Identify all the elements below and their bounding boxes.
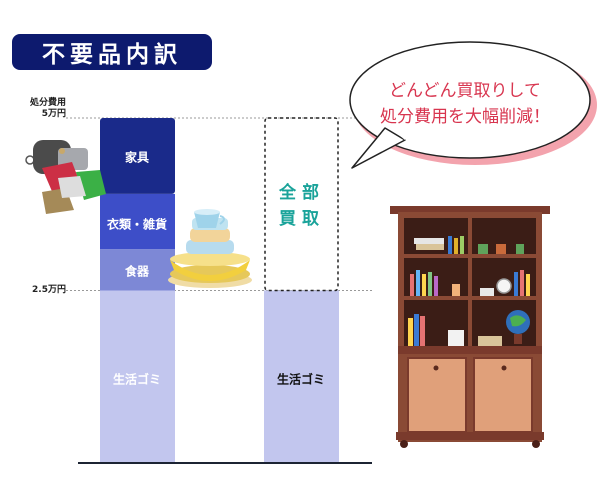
bar-segment (100, 290, 175, 463)
buyout-line: 買取 (279, 209, 325, 229)
page-title: 不要品内訳 (12, 34, 212, 70)
buyout-line: 全部 (279, 183, 325, 203)
segment-label-furniture: 家具 (124, 150, 150, 165)
clothes-pile-icon (25, 140, 106, 214)
buyout-label: 全部 買取 (262, 180, 342, 232)
bar-segment (100, 193, 175, 250)
bookshelf-icon (390, 206, 550, 448)
bars (100, 117, 339, 463)
y-tick-label-top: 処分費用 5万円 (14, 98, 66, 120)
speech-bubble (349, 41, 597, 169)
y-tick-line: 5万円 (41, 109, 66, 119)
speech-bubble-text: どんどん買取りして 処分費用を大幅削減！ (350, 78, 580, 130)
bar-segment (264, 290, 339, 463)
bar-segment (264, 117, 339, 292)
segment-label-garbage-2: 生活ゴミ (276, 372, 326, 387)
bubble-line-2: 処分費用を大幅削減！ (380, 107, 550, 127)
y-tick-label-mid: 2.5万円 (14, 285, 66, 296)
segment-label-dishes: 食器 (124, 264, 150, 279)
bar-segment (100, 118, 175, 194)
y-tick-line: 処分費用 (29, 98, 66, 108)
y-tick-line: 2.5万円 (32, 285, 66, 295)
bubble-line-1: どんどん買取りして (389, 81, 541, 101)
dishes-stack-icon (168, 209, 252, 288)
gridlines (66, 117, 372, 291)
segment-label-garbage-1: 生活ゴミ (112, 372, 162, 387)
bar-segment (100, 249, 175, 291)
segment-label-clothing: 衣類・雑貨 (106, 217, 168, 232)
